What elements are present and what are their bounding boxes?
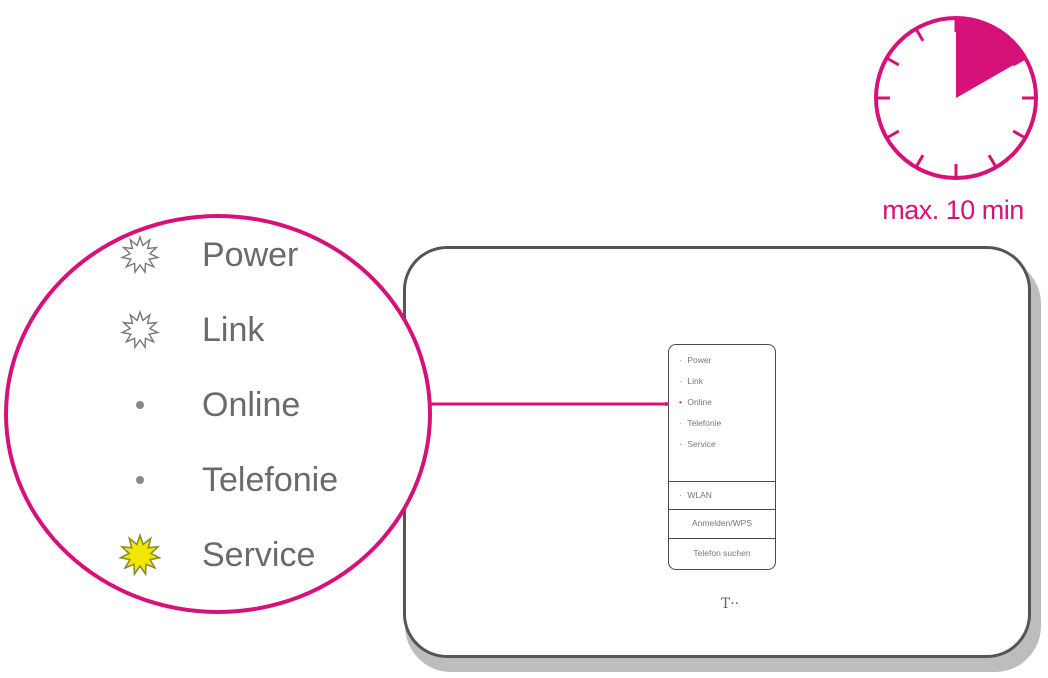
- panel-led-wlan: · WLAN: [679, 490, 712, 500]
- timer-tick: [987, 27, 998, 42]
- router-led-panel: · Power · Link • Online · Telefonie · Se…: [668, 344, 776, 570]
- panel-led-service: · Service: [679, 439, 716, 449]
- timer-tick: [885, 56, 900, 67]
- burst-outline-icon: [118, 233, 162, 277]
- telekom-logo: T··: [720, 596, 740, 612]
- led-label: Link: [202, 310, 265, 349]
- timer-tick: [987, 154, 998, 169]
- panel-divider: [669, 481, 775, 482]
- led-label: Service: [202, 535, 316, 574]
- dot-icon: [118, 458, 162, 502]
- led-label: Online: [202, 385, 301, 424]
- panel-divider: [669, 538, 775, 539]
- zoom-connector-line: [428, 402, 668, 406]
- timer-tick: [914, 27, 925, 42]
- timer-tick: [885, 129, 900, 140]
- burst-yellow-icon: [118, 533, 162, 577]
- led-row-online: Online: [118, 380, 300, 430]
- led-row-telefonie: Telefonie: [118, 455, 338, 505]
- wps-button[interactable]: Anmelden/WPS: [692, 518, 752, 528]
- timer-tick: [914, 154, 925, 169]
- timer-elapsed-wedge: [956, 18, 1026, 98]
- panel-led-link: · Link: [679, 376, 703, 386]
- panel-led-power: · Power: [679, 355, 712, 365]
- phone-search-button[interactable]: Telefon suchen: [693, 548, 751, 558]
- panel-led-telefonie: · Telefonie: [679, 418, 722, 428]
- burst-outline-icon: [118, 308, 162, 352]
- led-row-link: Link: [118, 305, 264, 355]
- timer-tick: [1012, 56, 1027, 67]
- led-row-power: Power: [118, 230, 298, 280]
- timer-icon: [874, 16, 1038, 180]
- panel-led-online: • Online: [679, 397, 712, 407]
- panel-divider: [669, 509, 775, 510]
- dot-icon: [118, 383, 162, 427]
- led-label: Telefonie: [202, 460, 339, 499]
- led-zoom-callout: Power Link Online Telefonie Service: [4, 214, 432, 614]
- timer-label: max. 10 min: [882, 195, 1024, 225]
- timer-ticks: [876, 18, 1036, 178]
- timer-tick: [1012, 129, 1027, 140]
- led-label: Power: [202, 235, 299, 274]
- led-row-service: Service: [118, 530, 315, 580]
